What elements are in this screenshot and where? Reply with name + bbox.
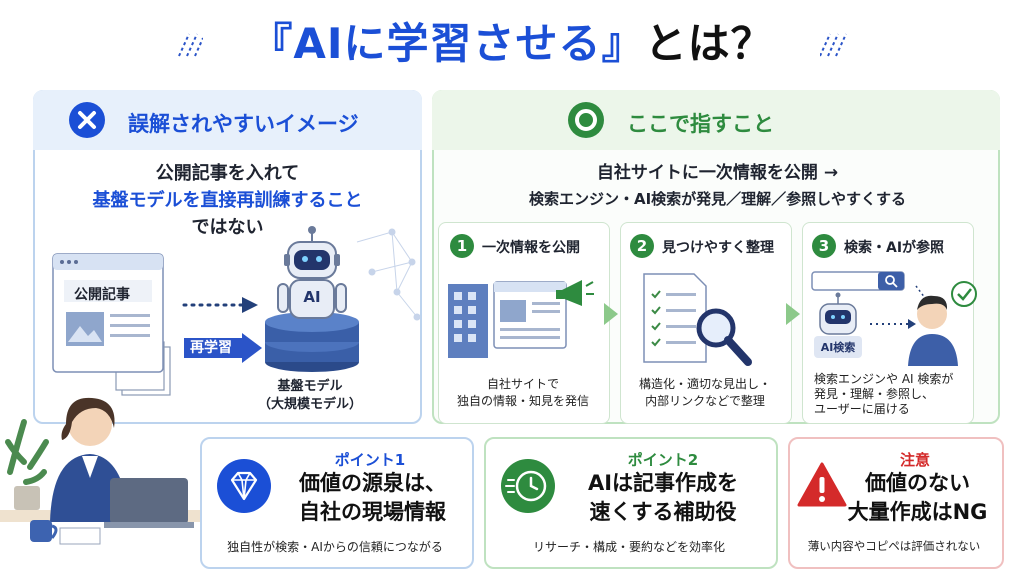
- diamond-icon: [217, 459, 271, 513]
- title-bracket-open: 『: [250, 19, 294, 68]
- point-main-1-line2: 自社の現場情報: [299, 500, 446, 524]
- step-title-2: 見つけやすく整理: [662, 240, 774, 256]
- goal-line2: 検索エンジン・AI検索が発見／理解／参照しやすくする: [528, 190, 907, 208]
- ai-robot-foundation-model-illustration: [265, 226, 421, 372]
- robot-label: AI: [303, 288, 321, 306]
- goal-header: [432, 90, 1000, 150]
- step-desc-3-line3: ユーザーに届ける: [814, 402, 910, 416]
- cross-mark-icon: [69, 102, 105, 138]
- step-number-3: 3: [812, 234, 836, 258]
- ai-search-user-illustration: [811, 271, 977, 366]
- caution-label: 注意: [899, 451, 930, 469]
- point-main-2-line1: AIは記事作成を: [587, 471, 739, 495]
- point-main-1-line1: 価値の源泉は、: [299, 471, 446, 495]
- clock-speed-icon: [501, 459, 555, 513]
- misconception-line3: ではない: [191, 217, 264, 238]
- model-label: 基盤モデル: [277, 379, 343, 394]
- retrain-arrow-icon: [184, 333, 262, 363]
- point-sub-2: リサーチ・構成・要約などを効率化: [532, 540, 725, 554]
- step-desc-2: 構造化・適切な見出し・ 内部リンクなどで整理: [622, 376, 788, 410]
- point-main-2: AIは記事作成を 速くする補助役: [568, 469, 758, 527]
- step-desc-3-line2: 発見・理解・参照し、: [814, 387, 935, 401]
- caution-main: 価値のない 大量作成はNG: [840, 469, 995, 527]
- misconception-statement: 公開記事を入れて 基盤モデルを直接再訓練すること ではない: [40, 160, 415, 241]
- step-desc-2-line1: 構造化・適切な見出し・: [638, 377, 771, 391]
- publish-building-illustration: [448, 280, 594, 358]
- title-suffix: とは？: [644, 19, 774, 68]
- right-hatch-decoration-icon: [820, 33, 847, 57]
- goal-title: ここで指すこと: [627, 112, 774, 136]
- title-highlight: AIに学習させる: [293, 19, 602, 68]
- step-number-1: 1: [450, 234, 474, 258]
- step-title-1: 一次情報を公開: [482, 240, 580, 256]
- warning-triangle-icon: [797, 462, 847, 507]
- doc-label: 公開記事: [74, 287, 130, 303]
- step-number-2: 2: [630, 234, 654, 258]
- ai-search-label: AI検索: [820, 341, 856, 354]
- misconception-title: 誤解されやすいイメージ: [128, 112, 359, 136]
- point-label-2: ポイント2: [627, 451, 699, 469]
- misconception-line1: 公開記事を入れて: [155, 163, 300, 184]
- goal-statement: 自社サイトに一次情報を公開 → 検索エンジン・AI検索が発見／理解／参照しやすく…: [440, 160, 995, 212]
- step-arrow-2-icon: [786, 303, 800, 325]
- step-desc-2-line2: 内部リンクなどで整理: [645, 394, 765, 408]
- model-sublabel: （大規模モデル）: [257, 397, 362, 412]
- step-arrow-1-icon: [604, 303, 618, 325]
- checklist-magnifier-illustration: [643, 273, 752, 366]
- misconception-line2: 基盤モデルを直接再訓練すること: [92, 190, 363, 211]
- point-sub-1: 独自性が検索・AIからの信頼につながる: [227, 540, 443, 554]
- point-main-1: 価値の源泉は、 自社の現場情報: [285, 469, 460, 527]
- point-main-2-line2: 速くする補助役: [589, 500, 737, 524]
- woman-working-illustration: [0, 397, 200, 545]
- step-desc-1-line2: 独自の情報・知見を発信: [456, 394, 589, 408]
- step-desc-3: 検索エンジンや AI 検索が 発見・理解・参照し、 ユーザーに届ける: [814, 372, 984, 417]
- step-title-3: 検索・AIが参照: [844, 240, 945, 256]
- goal-line1: 自社サイトに一次情報を公開 →: [596, 163, 839, 183]
- model-caption: 基盤モデル （大規模モデル）: [250, 378, 370, 414]
- point-label-1: ポイント1: [334, 451, 406, 469]
- article-document-illustration: [52, 253, 171, 396]
- left-hatch-decoration-icon: [178, 33, 203, 57]
- step-desc-1: 自社サイトで 独自の情報・知見を発信: [440, 376, 606, 410]
- dotted-arrow-icon: [182, 297, 258, 313]
- retrain-label: 再学習: [190, 340, 232, 356]
- caution-sub: 薄い内容やコピペは評価されない: [807, 539, 981, 553]
- circle-mark-icon: [568, 102, 604, 138]
- step-desc-1-line1: 自社サイトで: [486, 377, 559, 391]
- title-bracket-close: 』: [601, 19, 645, 68]
- caution-main-line2: 大量作成はNG: [847, 500, 988, 524]
- step-desc-3-line1: 検索エンジンや AI 検索が: [814, 372, 954, 386]
- page-title: 『AIに学習させる』とは？: [0, 10, 1024, 71]
- caution-main-line1: 価値のない: [865, 471, 970, 495]
